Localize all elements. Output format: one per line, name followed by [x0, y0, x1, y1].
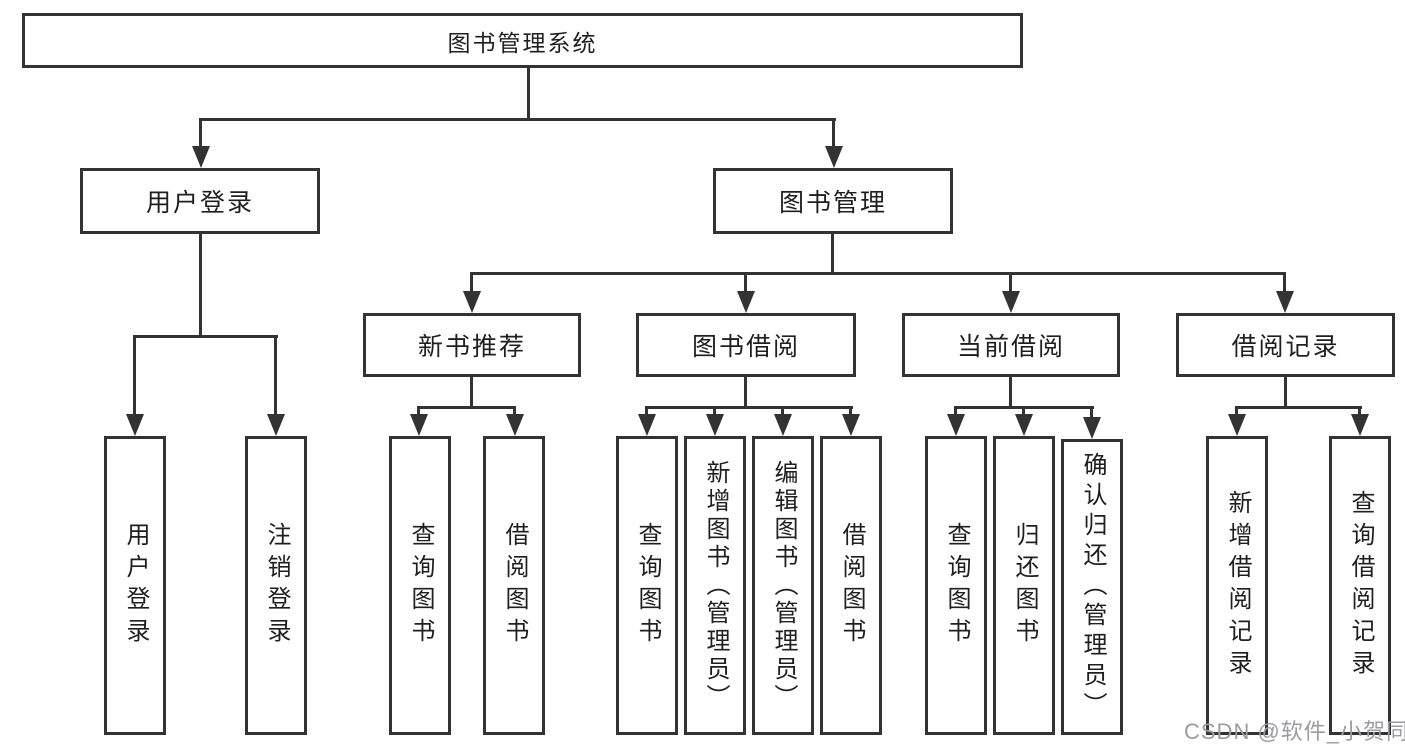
leaf-query-books-borrowing: 查询图书 [616, 436, 678, 735]
connector-stem-user-login [199, 234, 202, 337]
arrowhead-down-icon [1276, 291, 1294, 313]
connector-drop [1358, 406, 1361, 418]
connector-drop [954, 406, 957, 418]
connector-drop-book-management [832, 118, 835, 150]
arrowhead-down-icon [1002, 291, 1020, 313]
arrowhead-down-icon [267, 414, 285, 436]
arrowhead-down-icon [410, 414, 428, 436]
leaf-label: 注销登录 [263, 521, 290, 650]
connector-drop [133, 335, 136, 418]
arrowhead-down-icon [463, 291, 481, 313]
leaf-label: 查询借阅记录 [1347, 489, 1374, 682]
connector-drop [470, 272, 473, 293]
leaf-label: 查询图书 [943, 521, 970, 650]
node-book-borrowing: 图书借阅 [636, 313, 856, 377]
leaf-query-borrow-record: 查询借阅记录 [1329, 436, 1391, 735]
arrowhead-down-icon [506, 414, 524, 436]
leaf-logout: 注销登录 [245, 436, 307, 735]
connector-rail-recommendation [417, 406, 516, 409]
node-label: 用户登录 [145, 189, 254, 217]
connector-drop [781, 406, 784, 418]
leaf-label: 借阅图书 [838, 521, 865, 650]
node-borrowing-records: 借阅记录 [1176, 313, 1395, 377]
arrowhead-down-icon [192, 146, 210, 168]
connector-rail-records [1235, 406, 1362, 409]
connector-drop [1022, 406, 1025, 418]
leaf-return-books: 归还图书 [993, 436, 1055, 735]
leaf-label: 确认归还（管理员） [1079, 452, 1106, 722]
connector-rail-borrowing [645, 406, 853, 409]
connector-stem-recommendation [470, 377, 473, 408]
arrowhead-down-icon [1015, 414, 1033, 436]
leaf-label: 新增借阅记录 [1224, 489, 1251, 682]
node-label: 当前借阅 [956, 333, 1065, 361]
arrowhead-down-icon [774, 414, 792, 436]
connector-stem-book-management [831, 234, 834, 274]
leaf-label: 新增图书（管理员） [702, 459, 729, 712]
arrowhead-down-icon [737, 291, 755, 313]
connector-rail-book-management [470, 272, 1286, 275]
connector-drop [645, 406, 648, 418]
node-label: 图书管理 [778, 189, 887, 217]
arrowhead-down-icon [1351, 414, 1369, 436]
node-label: 图书管理系统 [447, 29, 598, 56]
arrowhead-down-icon [638, 414, 656, 436]
connector-drop [1009, 272, 1012, 293]
connector-drop [713, 406, 716, 418]
arrowhead-down-icon [1228, 414, 1246, 436]
leaf-borrow-books-borrowing: 借阅图书 [820, 436, 882, 735]
leaf-label: 归还图书 [1011, 521, 1038, 650]
connector-drop-user-login [199, 118, 202, 150]
leaf-add-borrow-record: 新增借阅记录 [1206, 436, 1268, 735]
connector-drop [1235, 406, 1238, 418]
leaf-add-books-admin: 新增图书（管理员） [684, 436, 746, 735]
node-current-borrowing: 当前借阅 [902, 313, 1120, 377]
arrowhead-down-icon [126, 414, 144, 436]
leaf-label: 用户登录 [122, 521, 149, 650]
leaf-query-books-recommend: 查询图书 [389, 436, 451, 735]
arrowhead-down-icon [1083, 417, 1101, 439]
leaf-label: 借阅图书 [501, 521, 528, 650]
leaf-borrow-books-recommend: 借阅图书 [483, 436, 545, 735]
node-label: 图书借阅 [691, 333, 800, 361]
leaf-query-books-current: 查询图书 [925, 436, 987, 735]
connector-drop [744, 272, 747, 293]
connector-drop [513, 406, 516, 418]
connector-rail-user-login [134, 335, 278, 338]
connector-stem-current [1009, 377, 1012, 408]
arrowhead-down-icon [947, 414, 965, 436]
leaf-user-login: 用户登录 [104, 436, 166, 735]
leaf-label: 编辑图书（管理员） [770, 459, 797, 712]
node-user-login: 用户登录 [80, 168, 320, 234]
arrowhead-down-icon [842, 414, 860, 436]
node-new-book-recommendation: 新书推荐 [363, 313, 581, 377]
connector-drop [417, 406, 420, 418]
leaf-label: 查询图书 [407, 521, 434, 650]
connector-stem-borrowing [744, 377, 747, 408]
connector-stem-root [527, 68, 530, 120]
arrowhead-down-icon [825, 146, 843, 168]
csdn-watermark: CSDN @软件_小贺同学 [1184, 719, 1405, 744]
arrowhead-down-icon [706, 414, 724, 436]
node-library-management-system: 图书管理系统 [22, 13, 1023, 68]
connector-drop [1090, 406, 1093, 421]
node-book-management: 图书管理 [713, 168, 953, 234]
leaf-label: 查询图书 [634, 521, 661, 650]
connector-drop [1283, 272, 1286, 293]
connector-drop [849, 406, 852, 418]
leaf-confirm-return-admin: 确认归还（管理员） [1061, 439, 1123, 735]
node-label: 借阅记录 [1231, 333, 1340, 361]
connector-stem-records [1284, 377, 1287, 408]
leaf-edit-books-admin: 编辑图书（管理员） [752, 436, 814, 735]
connector-drop [274, 335, 277, 418]
connector-rail-root [199, 118, 836, 121]
node-label: 新书推荐 [417, 333, 526, 361]
